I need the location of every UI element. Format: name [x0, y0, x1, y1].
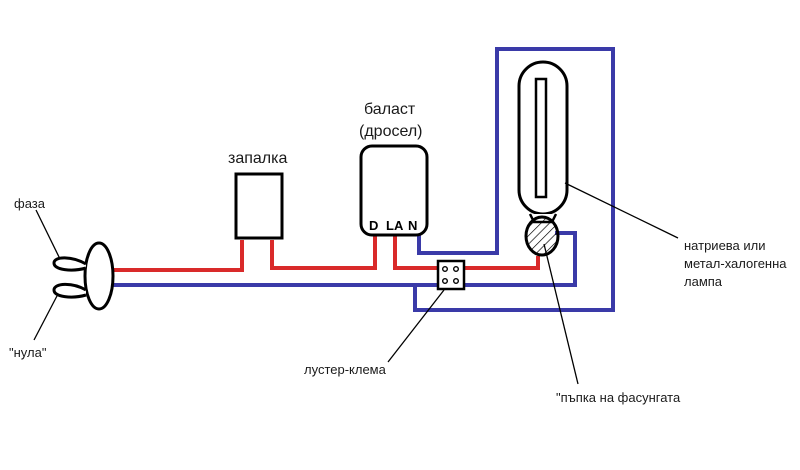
- label-neutral: "нула": [9, 345, 47, 360]
- ballast-terminal-d: D: [369, 218, 378, 233]
- label-socket-tip: "пъпка на фасунгата: [556, 390, 681, 405]
- leader-phase: [35, 209, 61, 260]
- leader-socket-tip: [543, 243, 579, 385]
- lamp-socket-tip: [524, 215, 560, 257]
- igniter-box: [234, 172, 284, 240]
- neutral-main-wire: [113, 231, 577, 287]
- phase-wire-plug-to-igniter: [113, 240, 244, 272]
- terminal-block: [436, 259, 466, 291]
- phase-wires: [113, 233, 540, 272]
- label-ballast-line1: баласт: [364, 101, 416, 118]
- plug-body: [83, 241, 115, 311]
- neutral-loop-wire: [413, 47, 615, 312]
- lamp-arc-tube: [534, 77, 548, 199]
- lamp: [517, 60, 569, 257]
- ballast-box: [359, 144, 429, 237]
- plug: [52, 241, 115, 311]
- label-lamp-line3: лампа: [684, 274, 723, 289]
- label-igniter: запалка: [228, 150, 287, 167]
- label-lamp-line2: метал-халогенна: [684, 256, 787, 271]
- label-terminal-block: лустер-клема: [304, 362, 387, 377]
- label-ballast-line2: (дросел): [359, 123, 423, 140]
- neutral-wires: [113, 47, 615, 312]
- label-lamp-line1: натриева или: [684, 238, 766, 253]
- phase-wire-ballast-to-lamp: [393, 233, 540, 270]
- ballast-terminal-n: N: [408, 218, 417, 233]
- phase-wire-igniter-to-ballast: [270, 233, 377, 270]
- leader-neutral: [33, 293, 59, 341]
- plug-prong-top: [52, 256, 87, 272]
- ballast-terminal-la: LA: [386, 218, 404, 233]
- label-phase: фаза: [14, 196, 46, 211]
- leader-terminal-block: [387, 289, 445, 363]
- plug-prong-bottom: [52, 282, 87, 299]
- leader-lines: [33, 182, 679, 385]
- leader-lamp: [564, 182, 679, 239]
